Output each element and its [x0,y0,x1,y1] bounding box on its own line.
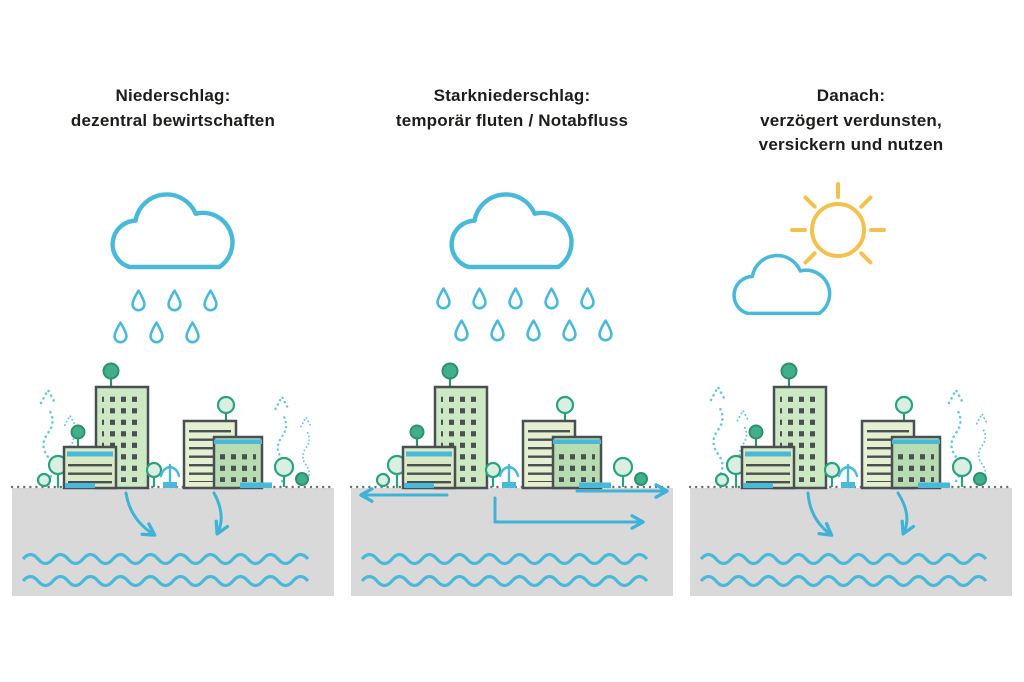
city-illustration [714,362,988,490]
panel-starkniederschlag: Starkniederschlag: temporär fluten / Not… [347,0,677,600]
panel-1-illustration [10,160,336,596]
cloud-icon [732,253,832,316]
cloud-rain-heavy-icon [436,194,613,342]
panel-niederschlag: Niederschlag: dezentral bewirtschaften [8,0,338,600]
panel-title-line: Niederschlag: [115,86,231,105]
overflow-down-right-arrow [493,496,645,530]
panel-2-illustration [349,160,675,596]
cloud-rain-light-icon [113,194,233,344]
ground [10,485,336,596]
panel-title: Niederschlag: dezentral bewirtschaften [71,84,275,160]
ground [688,485,1014,596]
sponge-city-infographic: Niederschlag: dezentral bewirtschaften [8,0,1016,600]
panel-danach: Danach: verzögert verdunsten, versickern… [686,0,1016,600]
panel-title-line: Danach: [816,86,886,105]
ground [349,485,675,596]
sun-icon [790,182,886,265]
infiltration-down-arrows [124,491,230,537]
panel-title: Danach: verzögert verdunsten, versickern… [759,84,944,160]
infiltration-down-arrows [806,491,916,537]
city-illustration [36,362,310,490]
panel-title: Starkniederschlag: temporär fluten / Not… [396,84,628,160]
panel-title-line: verzögert verdunsten, [760,110,942,130]
panel-title-line: temporär fluten / Notabfluss [395,110,629,130]
panel-3-illustration [688,182,1014,596]
sun-cloud-icon [732,182,886,316]
panel-title-line: versickern und nutzen [758,135,944,155]
surface-runoff-arrows [359,483,669,530]
city-illustration [375,362,649,490]
panel-title-line: Starkniederschlag: [433,86,591,105]
panel-title-line: dezentral bewirtschaften [70,110,276,130]
